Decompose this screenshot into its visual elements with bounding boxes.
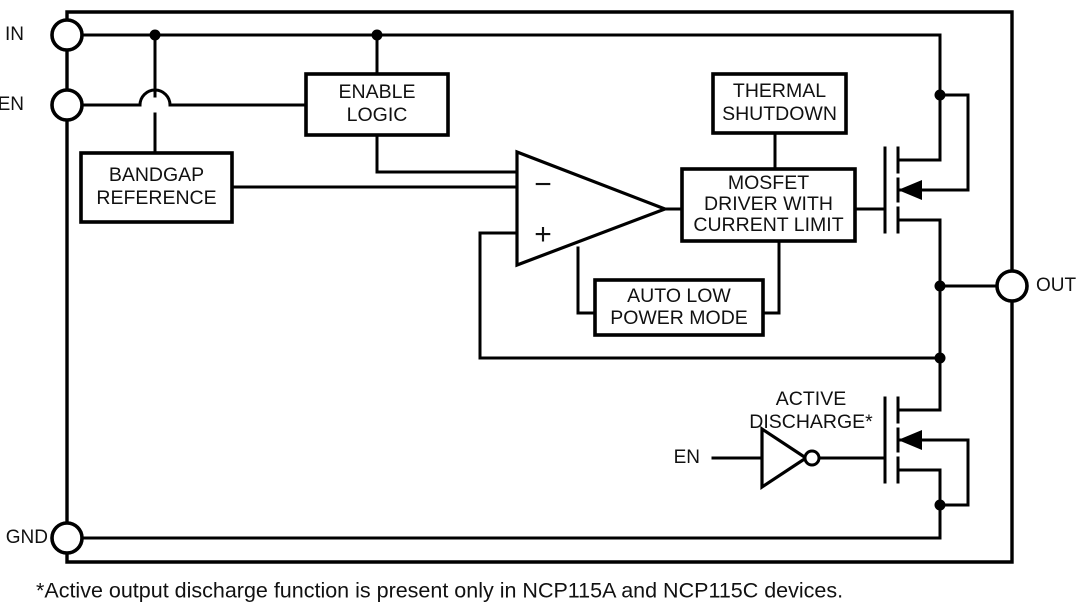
mosfet-driver-line-3: CURRENT LIMIT [693, 214, 843, 236]
pin-out-label: OUT [1036, 275, 1077, 296]
wire-feedback-to-amp [478, 231, 946, 364]
nmos-discharge-transistor [883, 388, 970, 540]
pmos-pass-transistor [853, 33, 970, 292]
mosfet-driver-line-2: DRIVER WITH [704, 193, 833, 215]
pin-out: OUT [995, 269, 1077, 303]
mosfet-driver-line-1: MOSFET [728, 172, 809, 194]
enable-logic-line-2: LOGIC [347, 104, 408, 126]
block-thermal-shutdown: THERMAL SHUTDOWN [711, 72, 848, 135]
active-discharge-line-2: DISCHARGE* [749, 411, 873, 433]
discharge-en-label: EN [674, 447, 700, 468]
amplifier-inverting-input-label: − [534, 168, 552, 201]
wire-en-rail [65, 48, 308, 525]
pin-in-label: IN [5, 24, 24, 45]
block-enable-logic: ENABLE LOGIC [304, 72, 450, 137]
pin-gnd: GND [6, 521, 84, 555]
pin-en-label: EN [0, 94, 24, 115]
wire-enable-logic-to-amp [375, 133, 519, 174]
device-outline [65, 10, 1014, 564]
thermal-shutdown-line-1: THERMAL [733, 80, 826, 102]
error-amplifier: − + [515, 149, 670, 268]
active-discharge-label: ACTIVE DISCHARGE* [749, 388, 873, 433]
block-bandgap-reference: BANDGAP REFERENCE [79, 151, 234, 224]
bandgap-reference-line-1: BANDGAP [109, 164, 204, 186]
block-mosfet-driver: MOSFET DRIVER WITH CURRENT LIMIT [680, 167, 857, 243]
block-auto-low-power-mode: AUTO LOW POWER MODE [593, 278, 765, 337]
wire-alpm-connections [576, 239, 781, 315]
discharge-enable-input: EN [674, 447, 764, 468]
wire-output-node [938, 284, 999, 392]
auto-low-power-line-2: POWER MODE [610, 307, 748, 329]
wire-in-rail [80, 29, 942, 155]
bandgap-reference-line-2: REFERENCE [96, 187, 216, 209]
inverter-gate [760, 426, 887, 490]
amplifier-noninverting-input-label: + [534, 218, 552, 251]
pin-in: IN [5, 18, 84, 52]
enable-logic-line-1: ENABLE [339, 81, 416, 103]
pin-en: EN [0, 88, 84, 122]
pin-gnd-label: GND [6, 527, 48, 548]
active-discharge-line-1: ACTIVE [776, 388, 846, 410]
thermal-shutdown-line-2: SHUTDOWN [722, 103, 837, 125]
auto-low-power-line-1: AUTO LOW [627, 285, 731, 307]
figure-caption: *Active output discharge function is pre… [36, 579, 843, 603]
